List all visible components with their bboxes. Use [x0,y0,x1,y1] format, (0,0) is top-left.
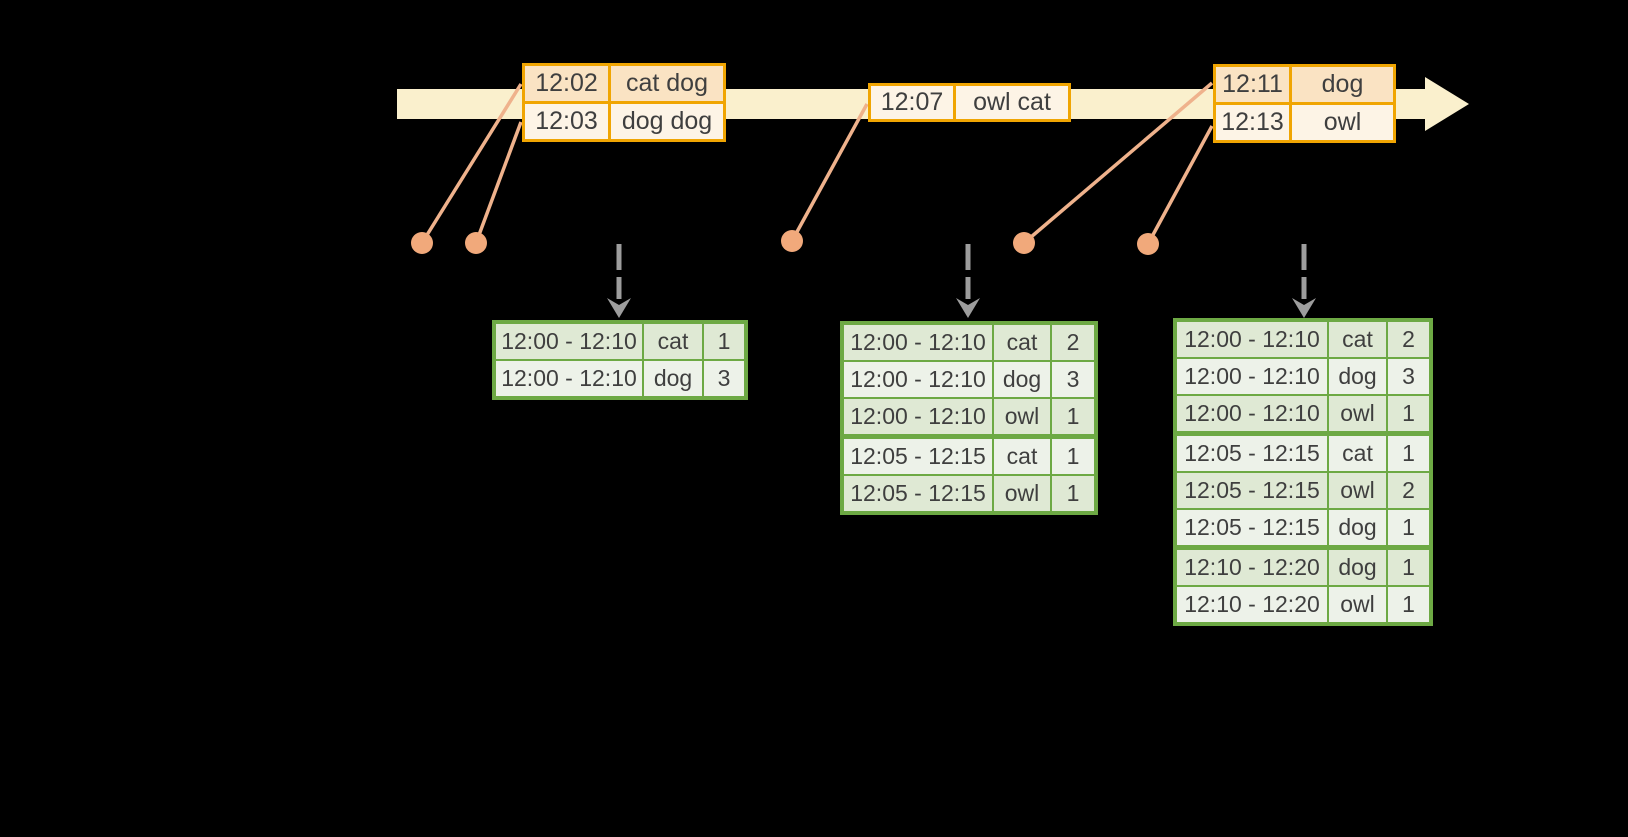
table-cell-window: 12:00 - 12:10 [496,361,642,396]
table-cell-words: dog [1292,67,1393,102]
table-cell-time: 12:07 [871,86,953,119]
table-cell-time: 12:13 [1216,105,1289,140]
table-cell-count: 3 [1052,362,1094,397]
event-dot [411,232,433,254]
table-cell-window: 12:00 - 12:10 [496,324,642,359]
table-cell-count: 1 [1388,436,1429,471]
table-cell-count: 1 [1388,587,1429,622]
table-cell-word: cat [644,324,702,359]
table-cell-count: 2 [1388,322,1429,357]
table-cell-count: 1 [1388,396,1429,431]
event-leader-line [1146,125,1214,245]
table-cell-window: 12:00 - 12:10 [1177,359,1327,394]
table-cell-window: 12:05 - 12:15 [1177,473,1327,508]
event-dot [465,232,487,254]
table-cell-word: dog [994,362,1050,397]
table-cell-words: dog dog [611,104,723,139]
trigger-arrowhead-icon [1292,298,1316,318]
table-cell-words: owl [1292,105,1393,140]
table-cell-window: 12:00 - 12:10 [1177,396,1327,431]
table-cell-count: 3 [704,361,744,396]
table-cell-window: 12:05 - 12:15 [844,439,992,474]
table-cell-word: owl [1329,473,1386,508]
table-cell-window: 12:00 - 12:10 [844,325,992,360]
trigger-arrowhead-icon [956,298,980,318]
event-leader-line [790,103,869,242]
table-cell-count: 2 [1052,325,1094,360]
trigger-arrowhead-icon [607,298,631,318]
table-cell-window: 12:05 - 12:15 [1177,436,1327,471]
table-cell-word: owl [1329,396,1386,431]
event-leader-line [474,121,523,244]
table-cell-count: 1 [1388,550,1429,585]
table-cell-window: 12:00 - 12:10 [844,362,992,397]
table-cell-word: dog [644,361,702,396]
table-cell-word: cat [994,439,1050,474]
event-leader-line [420,83,523,244]
table-cell-count: 1 [1052,476,1094,511]
table-cell-word: owl [1329,587,1386,622]
table-cell-count: 1 [1052,399,1094,434]
table-cell-word: cat [1329,436,1386,471]
table-cell-count: 1 [1388,510,1429,545]
event-leader-line [1022,81,1214,245]
table-cell-window: 12:10 - 12:20 [1177,587,1327,622]
table-cell-count: 1 [1052,439,1094,474]
table-cell-window: 12:00 - 12:10 [1177,322,1327,357]
event-dot [1137,233,1159,255]
event-dot [1013,232,1035,254]
table-cell-window: 12:10 - 12:20 [1177,550,1327,585]
table-cell-word: cat [994,325,1050,360]
table-cell-window: 12:05 - 12:15 [1177,510,1327,545]
table-cell-word: owl [994,476,1050,511]
table-cell-count: 3 [1388,359,1429,394]
table-cell-word: owl [994,399,1050,434]
table-cell-window: 12:05 - 12:15 [844,476,992,511]
event-dot [781,230,803,252]
table-cell-time: 12:02 [525,66,608,101]
table-cell-word: dog [1329,510,1386,545]
table-cell-count: 2 [1388,473,1429,508]
table-cell-time: 12:11 [1216,67,1289,102]
table-cell-time: 12:03 [525,104,608,139]
table-cell-count: 1 [704,324,744,359]
table-cell-window: 12:00 - 12:10 [844,399,992,434]
table-cell-word: dog [1329,359,1386,394]
table-cell-words: owl cat [956,86,1068,119]
table-cell-words: cat dog [611,66,723,101]
table-cell-word: cat [1329,322,1386,357]
table-cell-word: dog [1329,550,1386,585]
